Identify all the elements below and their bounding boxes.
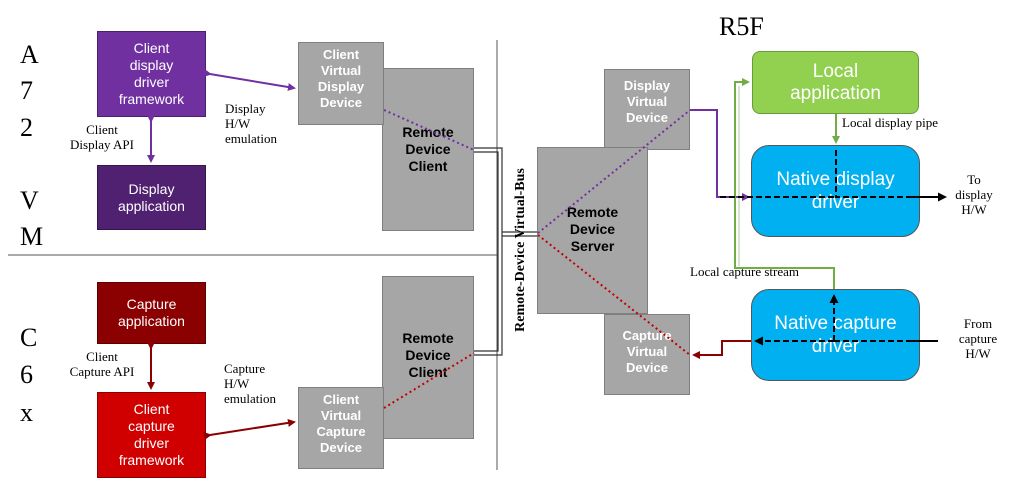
- c6x-label-c: C: [20, 323, 38, 352]
- remote-device-client-c6x: [382, 276, 474, 439]
- native-capture-driver: Native capture driver: [751, 289, 920, 381]
- local-capture-stream-arrow: [734, 78, 835, 289]
- a72-label-7: 7: [20, 76, 33, 105]
- client-virtual-capture-device-label: Client Virtual Capture Device: [316, 392, 366, 455]
- display-dotted-path-right: [537, 109, 691, 234]
- client-display-api-label: Client Display API: [70, 122, 134, 152]
- display-emulation-arrow: [203, 69, 296, 91]
- client-virtual-display-device: [298, 42, 384, 125]
- a72-label-2: 2: [20, 113, 33, 142]
- display-virtual-device: [604, 69, 690, 150]
- display-hw-emulation-label: Display H/W emulation: [225, 101, 277, 146]
- local-display-pipe-label: Local display pipe: [842, 115, 939, 130]
- remote-device-server-label: Remote Device Server: [566, 204, 619, 254]
- from-capture-hw-label: From capture H/W: [958, 316, 998, 361]
- to-display-hw-label: To display H/W: [955, 172, 993, 217]
- capture-hw-emulation-label: Capture H/W emulation: [224, 361, 276, 406]
- capture-application: Capture application: [97, 282, 206, 344]
- capture-virtual-device: [604, 314, 690, 395]
- display-application: Display application: [97, 165, 206, 230]
- client-virtual-capture-device: [298, 387, 384, 469]
- c6x-label-x: x: [20, 398, 33, 427]
- remote-device-client-a72: [382, 68, 474, 231]
- capture-dotted-path-left: [383, 352, 475, 409]
- display-dotted-path-left: [383, 109, 475, 151]
- local-application: Local application: [752, 51, 919, 114]
- c6x-label-6: 6: [20, 360, 33, 389]
- virtual-bus-lines: [474, 147, 538, 356]
- r5f-label: R5F: [719, 12, 764, 41]
- display-driver-internal-path: [835, 150, 912, 198]
- capture-dotted-path-right: [537, 234, 691, 356]
- capture-driver-to-device-arrow: [692, 340, 751, 359]
- vm-label-v: V: [20, 186, 39, 215]
- remote-device-client-a72-label: Remote Device Client: [402, 124, 454, 174]
- a72-label-a: A: [20, 40, 39, 69]
- client-capture-api-label: Client Capture API: [69, 349, 135, 379]
- vm-label-m: M: [20, 222, 44, 251]
- client-display-driver-framework: Client display driver framework: [97, 31, 206, 117]
- capture-emulation-arrow: [203, 418, 296, 440]
- client-virtual-display-device-label: Client Virtual Display Device: [317, 47, 365, 110]
- remote-device-client-c6x-label: Remote Device Client: [402, 330, 454, 380]
- remote-device-server: [537, 147, 648, 314]
- display-virtual-device-label: Display Virtual Device: [623, 78, 671, 125]
